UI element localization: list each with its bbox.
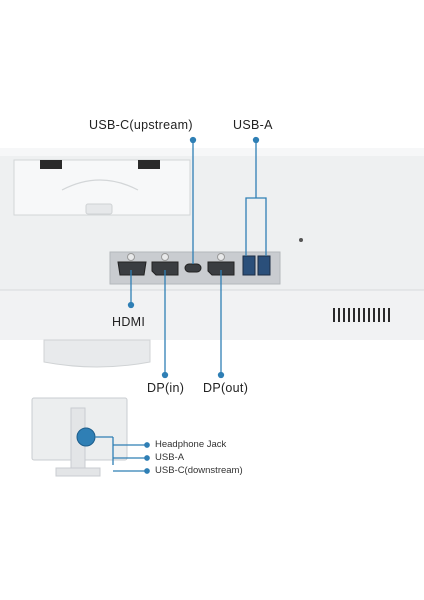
dp-in-screw bbox=[161, 253, 169, 261]
usba-port-2 bbox=[257, 255, 271, 276]
label-usba-top: USB-A bbox=[233, 118, 273, 132]
hdmi-screw bbox=[127, 253, 135, 261]
side-port-highlight bbox=[76, 427, 96, 447]
usbc-upstream-port bbox=[184, 263, 202, 273]
monitor-top-edge bbox=[0, 148, 424, 156]
stand-foot bbox=[43, 339, 151, 368]
label-headphone-jack: Headphone Jack bbox=[155, 439, 227, 450]
usba-port-1 bbox=[242, 255, 256, 276]
label-dp-in: DP(in) bbox=[147, 381, 185, 395]
mount-clip-right bbox=[138, 160, 160, 169]
monitor-side-view bbox=[31, 397, 128, 477]
dp-out-port bbox=[207, 261, 235, 276]
label-usbc-upstream: USB-C(upstream) bbox=[89, 118, 193, 132]
side-callout-lines bbox=[95, 436, 150, 474]
label-usba-side: USB-A bbox=[155, 452, 185, 463]
label-usbc-downstream: USB-C(downstream) bbox=[155, 465, 243, 476]
monitor-lower-shelf bbox=[0, 290, 424, 340]
screw-dot bbox=[299, 238, 303, 242]
mount-clip-left bbox=[40, 160, 62, 169]
vent-grille bbox=[333, 308, 390, 322]
label-hdmi: HDMI bbox=[112, 315, 146, 329]
stand-mount-plate bbox=[13, 159, 191, 216]
stand-latch bbox=[85, 203, 113, 215]
dp-in-port bbox=[151, 261, 179, 276]
hdmi-port bbox=[117, 261, 147, 276]
label-dp-out: DP(out) bbox=[203, 381, 249, 395]
dp-out-screw bbox=[217, 253, 225, 261]
callout-lines bbox=[127, 136, 267, 379]
